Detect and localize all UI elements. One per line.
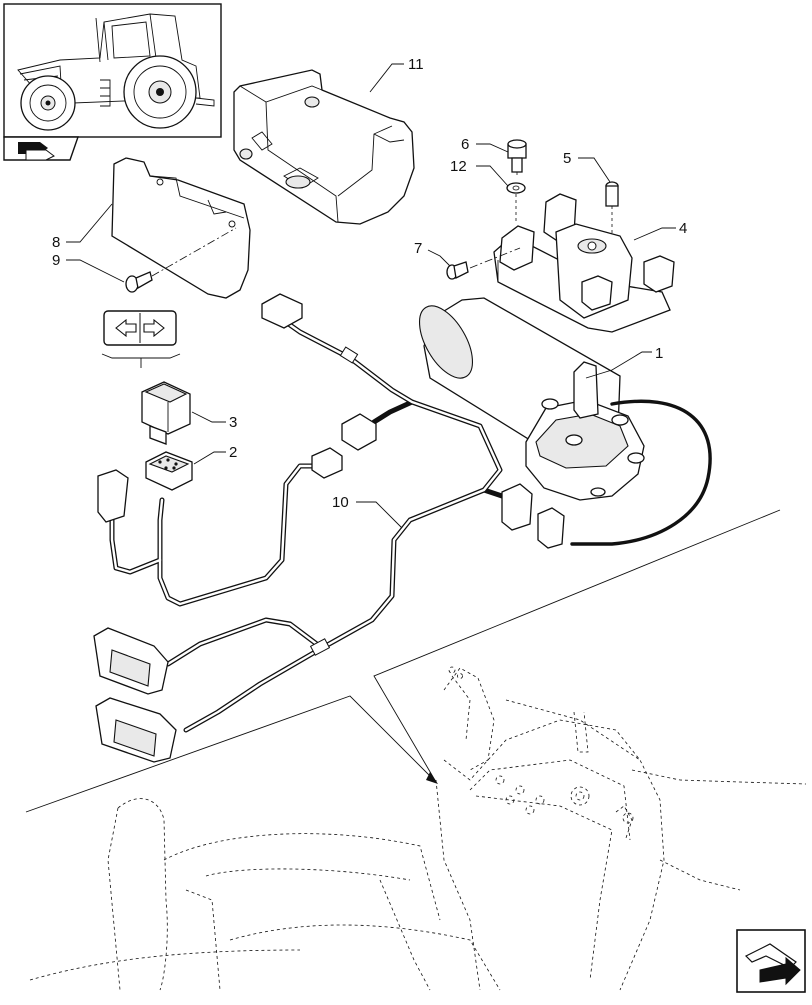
leader-10: [356, 501, 403, 529]
motor-cable: [570, 399, 712, 546]
leader-1: [585, 351, 652, 379]
leader-6: [476, 143, 509, 153]
part-5-screw[interactable]: [605, 181, 619, 236]
leader-5: [578, 157, 611, 183]
callout-labels: 1 2 3 4 5 6 7 8 9 10 11 12: [52, 56, 687, 511]
part-4-bracket[interactable]: [493, 193, 675, 333]
leader-2: [193, 451, 226, 465]
part-6-bolt[interactable]: [507, 139, 527, 178]
tractor-thumbnail[interactable]: [3, 3, 222, 138]
leader-7: [427, 249, 451, 267]
callout-12: 12: [450, 158, 467, 175]
part-9-screw[interactable]: [125, 271, 153, 293]
book-arrow-icon[interactable]: [3, 136, 79, 161]
leader-4: [633, 227, 676, 241]
part-10-harness[interactable]: [93, 293, 565, 763]
leader-11: [369, 63, 404, 93]
callout-7: 7: [414, 240, 422, 257]
part-7-stud[interactable]: [446, 247, 521, 280]
leader-3: [191, 411, 226, 423]
part-1-motor[interactable]: [409, 297, 645, 501]
callout-9: 9: [52, 252, 60, 269]
part-11-cover[interactable]: [233, 69, 415, 225]
callout-1: 1: [655, 345, 663, 362]
callout-5: 5: [563, 150, 571, 167]
callout-3: 3: [229, 414, 237, 431]
part-3-switch[interactable]: [141, 381, 191, 445]
callout-8: 8: [52, 234, 60, 251]
part-8-panel[interactable]: [111, 157, 251, 299]
callout-6: 6: [461, 136, 469, 153]
direction-arrows-icon: [101, 310, 181, 368]
leader-9: [66, 227, 237, 283]
cab-interior-sketch: [29, 666, 807, 991]
callout-11: 11: [408, 56, 424, 73]
part-12-washer[interactable]: [506, 182, 526, 222]
callout-10: 10: [332, 494, 349, 511]
callout-4: 4: [679, 220, 687, 237]
leader-12: [476, 165, 509, 187]
next-page-arrow-icon[interactable]: [736, 929, 806, 993]
part-2-connector[interactable]: [145, 451, 193, 491]
callout-2: 2: [229, 444, 237, 461]
leader-8: [66, 203, 113, 243]
